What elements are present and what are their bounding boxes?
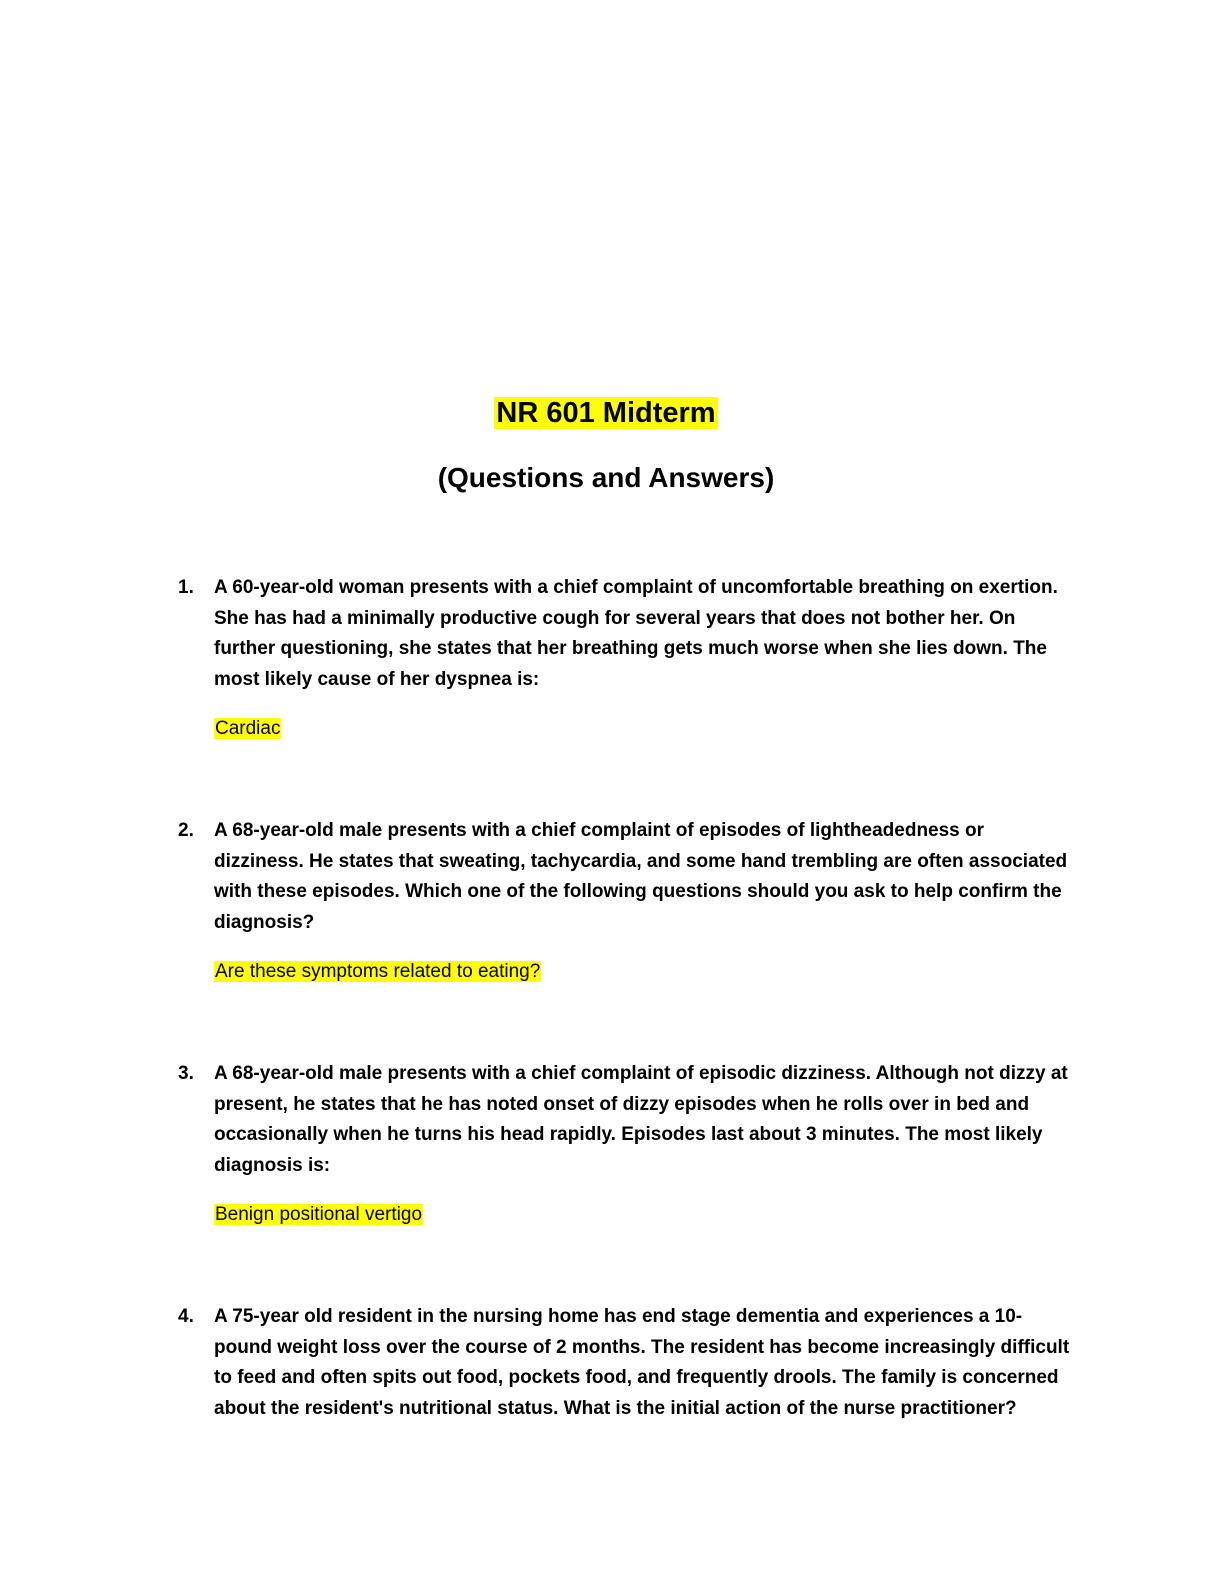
question-number: 4. — [178, 1306, 194, 1327]
answer-text: Are these symptoms related to eating? — [214, 961, 542, 982]
document-title: NR 601 Midterm — [0, 393, 1212, 433]
document-subtitle: (Questions and Answers) — [437, 462, 775, 493]
answer-text: Cardiac — [214, 718, 282, 739]
answer-1: Cardiac — [214, 716, 282, 742]
question-text: A 68-year-old male presents with a chief… — [214, 820, 1068, 933]
answer-3: Benign positional vertigo — [214, 1202, 424, 1228]
question-text: A 60-year-old woman presents with a chie… — [214, 577, 1058, 690]
document-title-text: NR 601 Midterm — [494, 397, 718, 429]
question-number: 3. — [178, 1063, 194, 1084]
question-text: A 68-year-old male presents with a chief… — [214, 1063, 1068, 1176]
question-number: 1. — [178, 577, 194, 598]
answer-2: Are these symptoms related to eating? — [214, 959, 542, 985]
question-text: A 75-year old resident in the nursing ho… — [214, 1306, 1070, 1419]
answer-text: Benign positional vertigo — [214, 1204, 424, 1225]
question-number: 2. — [178, 820, 194, 841]
